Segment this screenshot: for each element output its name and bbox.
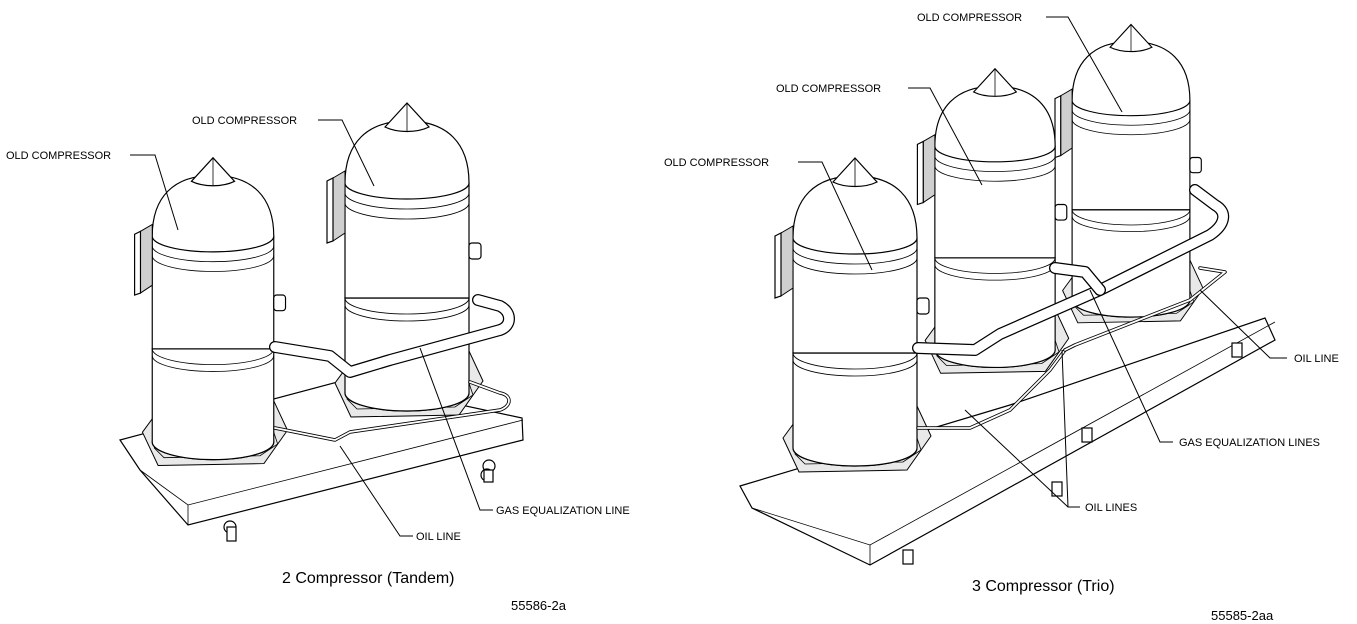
trio-foot	[1231, 342, 1243, 358]
tandem-label-oil-line: OIL LINE	[416, 531, 461, 543]
trio-figure: OLD COMPRESSOR OLD COMPRESSOR OLD COMPRE…	[664, 12, 1339, 623]
tandem-compressor-left	[134, 157, 289, 467]
trio-label-old-compressor-middle: OLD COMPRESSOR	[776, 83, 881, 95]
trio-figure-code: 55585-2aa	[1211, 608, 1274, 623]
tandem-caption: 2 Compressor (Tandem)	[282, 570, 455, 587]
tandem-figure: OLD COMPRESSOR OLD COMPRESSOR GAS EQUALI…	[6, 102, 630, 613]
tandem-label-old-compressor-left: OLD COMPRESSOR	[6, 150, 111, 162]
trio-label-gas-equalization-lines: GAS EQUALIZATION LINES	[1179, 437, 1320, 449]
trio-compressor-front	[774, 157, 932, 473]
tandem-figure-code: 55586-2a	[511, 598, 567, 613]
trio-label-oil-line: OIL LINE	[1294, 353, 1339, 365]
trio-label-oil-lines: OIL LINES	[1085, 502, 1137, 514]
tandem-foot	[483, 469, 494, 483]
trio-label-old-compressor-back: OLD COMPRESSOR	[917, 12, 1022, 24]
trio-caption: 3 Compressor (Trio)	[972, 578, 1115, 595]
tandem-foot	[226, 526, 237, 542]
trio-label-old-compressor-front: OLD COMPRESSOR	[664, 157, 769, 169]
trio-foot	[902, 549, 914, 565]
tandem-label-gas-equalization-line: GAS EQUALIZATION LINE	[496, 505, 630, 517]
trio-foot	[1081, 427, 1093, 443]
tandem-label-old-compressor-right: OLD COMPRESSOR	[192, 115, 297, 127]
trio-compressor-middle	[916, 68, 1070, 374]
